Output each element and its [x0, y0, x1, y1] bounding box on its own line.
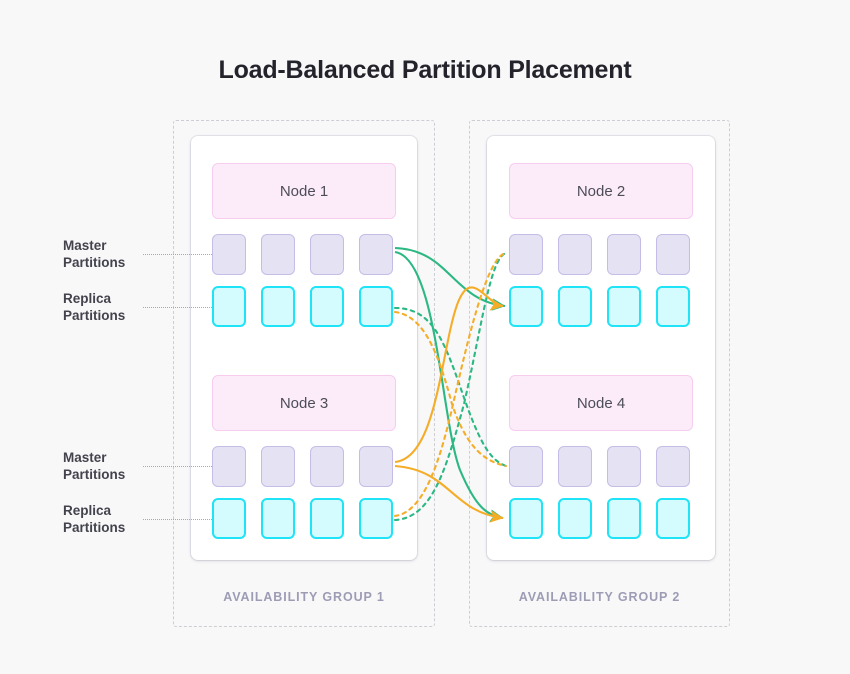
node-3-replica-partition-2[interactable] [261, 498, 295, 539]
node-1-master-partition-2[interactable] [261, 234, 295, 275]
node-4-label: Node 4 [576, 394, 626, 412]
node-3-replica-partition-1[interactable] [212, 498, 246, 539]
node-1-master-partition-3[interactable] [310, 234, 344, 275]
label-master-partitions-bottom-line2: Partitions [63, 467, 126, 482]
node-1-replica-partition-2[interactable] [261, 286, 295, 327]
node-1-replica-partition-3[interactable] [310, 286, 344, 327]
label-master-partitions-top: Master Partitions [63, 237, 183, 271]
node-4-replica-partition-3[interactable] [607, 498, 641, 539]
node-2-master-partition-3[interactable] [607, 234, 641, 275]
node-2-replica-partition-3[interactable] [607, 286, 641, 327]
node-4-master-partition-4[interactable] [656, 446, 690, 487]
node-4-replica-partition-2[interactable] [558, 498, 592, 539]
node-1-replica-partition-4[interactable] [359, 286, 393, 327]
page-title: Load-Balanced Partition Placement [218, 56, 632, 84]
node-3-master-partition-1[interactable] [212, 446, 246, 487]
node-1-master-partition-4[interactable] [359, 234, 393, 275]
node-2-master-partition-2[interactable] [558, 234, 592, 275]
node-1-master-partition-1[interactable] [212, 234, 246, 275]
node-2-label: Node 2 [576, 182, 626, 200]
node-3-master-partition-3[interactable] [310, 446, 344, 487]
label-replica-partitions-top-line1: Replica [63, 291, 112, 306]
node-4-master-partition-2[interactable] [558, 446, 592, 487]
node-3-box[interactable]: Node 3 [212, 375, 396, 431]
label-master-partitions-top-line2: Partitions [63, 255, 126, 270]
label-master-partitions-top-line1: Master [63, 238, 107, 253]
label-replica-partitions-top: Replica Partitions [63, 290, 183, 324]
node-4-replica-partition-1[interactable] [509, 498, 543, 539]
node-3-master-partition-4[interactable] [359, 446, 393, 487]
node-4-replica-partition-4[interactable] [656, 498, 690, 539]
node-4-box[interactable]: Node 4 [509, 375, 693, 431]
label-replica-partitions-bottom-line1: Replica [63, 503, 112, 518]
node-1-label: Node 1 [279, 182, 329, 200]
node-2-replica-partition-4[interactable] [656, 286, 690, 327]
node-2-replica-partition-2[interactable] [558, 286, 592, 327]
leader-line-master-bottom [143, 466, 212, 467]
node-3-master-partition-2[interactable] [261, 446, 295, 487]
label-replica-partitions-bottom-line2: Partitions [63, 520, 126, 535]
availability-group-2-caption: AVAILABILITY GROUP 2 [518, 590, 681, 604]
label-replica-partitions-bottom: Replica Partitions [63, 502, 183, 536]
leader-line-replica-bottom [143, 519, 212, 520]
node-2-box[interactable]: Node 2 [509, 163, 693, 219]
label-master-partitions-bottom: Master Partitions [63, 449, 183, 483]
node-2-master-partition-1[interactable] [509, 234, 543, 275]
label-master-partitions-bottom-line1: Master [63, 450, 107, 465]
node-3-replica-partition-3[interactable] [310, 498, 344, 539]
node-4-master-partition-1[interactable] [509, 446, 543, 487]
node-2-master-partition-4[interactable] [656, 234, 690, 275]
node-4-master-partition-3[interactable] [607, 446, 641, 487]
leader-line-replica-top [143, 307, 212, 308]
node-1-replica-partition-1[interactable] [212, 286, 246, 327]
label-replica-partitions-top-line2: Partitions [63, 308, 126, 323]
node-3-replica-partition-4[interactable] [359, 498, 393, 539]
node-2-replica-partition-1[interactable] [509, 286, 543, 327]
availability-group-1-caption: AVAILABILITY GROUP 1 [223, 590, 385, 604]
leader-line-master-top [143, 254, 212, 255]
node-3-label: Node 3 [279, 394, 329, 412]
node-1-box[interactable]: Node 1 [212, 163, 396, 219]
